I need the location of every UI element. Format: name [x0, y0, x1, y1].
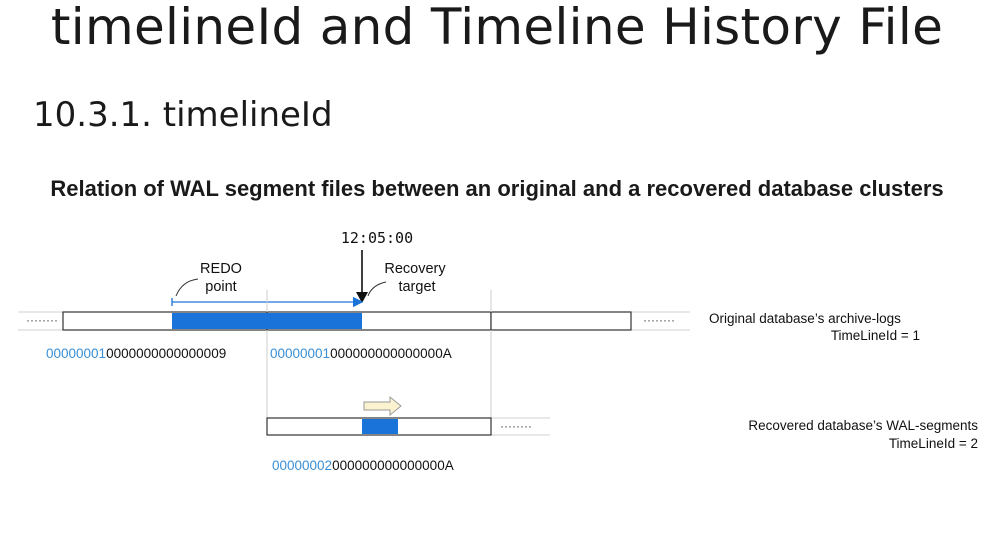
original-segment-09-timeline-id: 00000001: [46, 346, 106, 361]
redo-point-leader: [175, 278, 199, 297]
recovered-new-region: [362, 419, 398, 434]
recovery-time-label: 12:05:00: [341, 229, 413, 247]
recovery-target-label-line1: Recovery: [384, 261, 446, 277]
recovered-ellipsis: ········: [500, 419, 532, 433]
continuation-arrow: [363, 395, 402, 417]
figure-caption: Relation of WAL segment files between an…: [50, 176, 944, 201]
redo-point-label-line2: point: [205, 279, 236, 295]
slide-title: timelineId and Timeline History File: [50, 0, 944, 56]
original-ellipsis-left: ········: [26, 313, 58, 327]
redo-point-label-line1: REDO: [200, 261, 242, 277]
original-segment-09-suffix: 0000000000000009: [106, 346, 226, 361]
recovery-target-label-line2: target: [398, 279, 435, 295]
original-segment-0a-timeline-id: 00000001: [270, 346, 330, 361]
original-segment-0a-suffix: 000000000000000A: [330, 346, 452, 361]
original-segment-0b: [490, 311, 632, 331]
recovered-timeline-id-label: TimeLineId = 2: [889, 436, 978, 451]
section-heading: 10.3.1. timelineId: [33, 95, 333, 135]
original-redo-region: [172, 313, 362, 329]
original-segment-09-name: 000000010000000000000009: [46, 346, 226, 361]
original-ellipsis-right: ········: [643, 313, 675, 327]
recovered-segment-timeline-id: 00000002: [272, 458, 332, 473]
original-segment-0a-name: 00000001000000000000000A: [270, 346, 452, 361]
original-timeline-id-label: TimeLineId = 1: [831, 328, 920, 343]
recovered-wal-label: Recovered database’s WAL-segments: [748, 418, 978, 433]
recovery-target-leader: [367, 281, 387, 297]
recovered-segment-name: 00000002000000000000000A: [272, 458, 454, 473]
original-archive-label: Original database’s archive-logs: [709, 311, 901, 326]
recovered-segment-suffix: 000000000000000A: [332, 458, 454, 473]
